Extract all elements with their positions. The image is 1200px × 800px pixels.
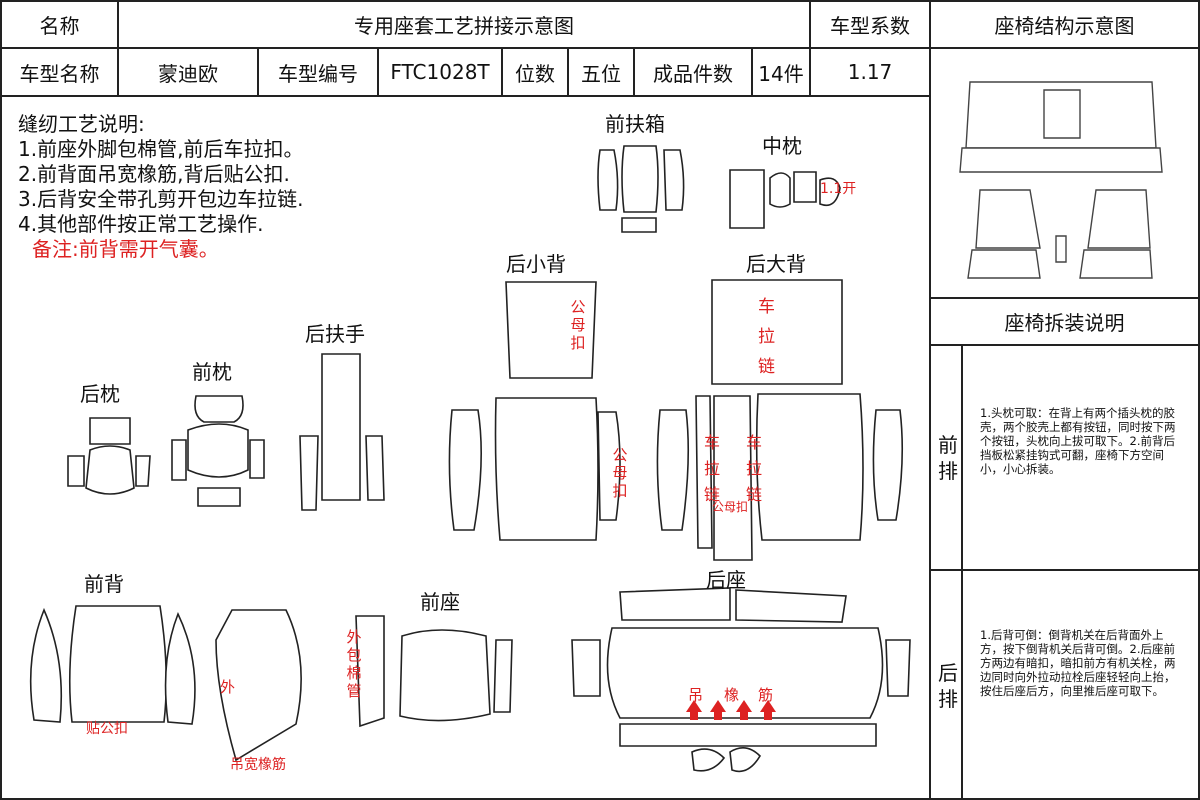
anno-hang: 吊 bbox=[688, 686, 704, 704]
label-rear-pillow: 后枕 bbox=[80, 382, 120, 406]
label-mid-pillow: 中枕 bbox=[762, 134, 802, 158]
label-rear-seat: 后座 bbox=[706, 568, 746, 592]
notes-item: 1.前座外脚包棉管,前后车拉扣。 bbox=[18, 137, 304, 161]
label-rear-small-back: 后小背 bbox=[506, 252, 566, 276]
model-code-label: 车型编号 bbox=[278, 61, 358, 86]
anno-zipper-left: 车拉链 bbox=[704, 433, 721, 504]
pieces-value: 14件 bbox=[758, 61, 804, 86]
label-rear-armrest: 后扶手 bbox=[305, 322, 365, 346]
label-front-seat: 前座 bbox=[420, 590, 460, 614]
pieces-label: 成品件数 bbox=[653, 61, 733, 86]
sewing-notes: 缝纫工艺说明: 1.前座外脚包棉管,前后车拉扣。 2.前背面吊宽橡筋,背后贴公扣… bbox=[18, 112, 303, 262]
struct-title: 座椅结构示意图 bbox=[994, 14, 1135, 38]
model-name-label: 车型名称 bbox=[19, 61, 100, 86]
anno-one-open: 1.1开 bbox=[820, 181, 857, 197]
label-rear-big-back: 后大背 bbox=[746, 252, 806, 276]
notes-item: 4.其他部件按正常工艺操作. bbox=[18, 212, 264, 236]
front-row-label: 前排 bbox=[938, 433, 958, 483]
anno-zipper-big-back: 车拉链 bbox=[758, 297, 775, 377]
model-name: 蒙迪欧 bbox=[158, 61, 218, 86]
anno-zipper-right: 车拉链 bbox=[746, 433, 763, 504]
label-front-back: 前背 bbox=[84, 572, 124, 596]
anno-stick-snap: 贴公扣 bbox=[86, 721, 128, 737]
anno-snap-small-back: 公母扣 bbox=[570, 298, 586, 352]
rear-row-text: 1.后背可倒：倒背机关在后背面外上方，按下倒背机关后背可倒。2.后座前方两边有暗… bbox=[980, 628, 1176, 698]
instructions-title: 座椅拆装说明 bbox=[1004, 311, 1125, 335]
model-code: FTC1028T bbox=[390, 60, 490, 84]
rear-row-label: 后排 bbox=[938, 661, 958, 711]
coef-value: 1.17 bbox=[847, 60, 893, 84]
anno-snap-big-back: 公母扣 bbox=[712, 500, 749, 514]
anno-outer-wrap: 外包棉管 bbox=[346, 628, 362, 700]
notes-title: 缝纫工艺说明: bbox=[18, 112, 145, 136]
name-label: 名称 bbox=[39, 14, 80, 38]
front-row-text: 1.头枕可取：在背上有两个插头枕的胶壳，两个胶壳上都有按钮，同时按下两个按钮，头… bbox=[980, 406, 1176, 476]
label-front-armrest: 前扶箱 bbox=[605, 112, 665, 136]
anno-tendon: 筋 bbox=[758, 686, 774, 704]
anno-snap-small-back-lower: 公母扣 bbox=[612, 446, 628, 500]
label-front-pillow: 前枕 bbox=[192, 360, 232, 384]
seats-value: 五位 bbox=[581, 61, 621, 86]
page-title: 专用座套工艺拼接示意图 bbox=[354, 14, 574, 38]
coef-label: 车型系数 bbox=[830, 14, 910, 38]
notes-item: 2.前背面吊宽橡筋,背后贴公扣. bbox=[18, 162, 290, 186]
notes-item: 3.后背安全带孔剪开包边车拉链. bbox=[18, 187, 304, 211]
anno-outer: 外 bbox=[220, 678, 236, 696]
seats-label: 位数 bbox=[515, 61, 555, 86]
notes-remark: 备注:前背需开气囊。 bbox=[32, 237, 219, 261]
anno-wide-elastic: 吊宽橡筋 bbox=[230, 757, 286, 773]
anno-rubber: 橡 bbox=[724, 686, 740, 704]
